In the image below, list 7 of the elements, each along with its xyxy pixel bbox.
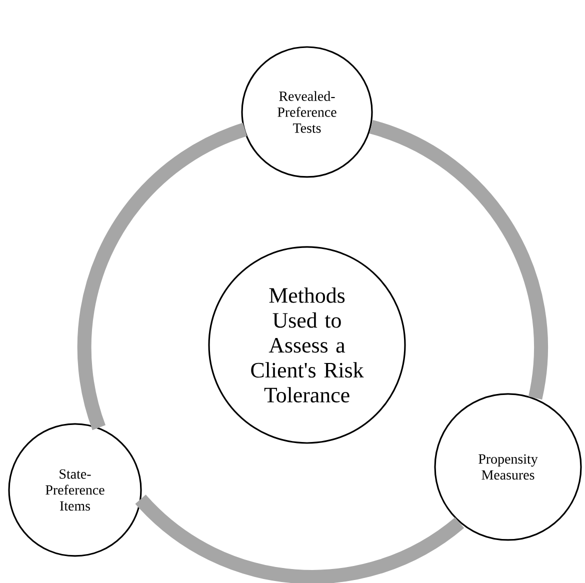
ring-segment [77, 122, 248, 430]
ring-segment [136, 494, 464, 583]
circle-node: Propensity Measures [434, 393, 582, 541]
circle-node: Methods Used to Assess a Client's Risk Tolerance [208, 246, 406, 444]
circle-node: State-Preference Items [8, 423, 142, 557]
circle-node: Revealed-Preference Tests [241, 46, 373, 178]
ring-segment [368, 120, 548, 400]
